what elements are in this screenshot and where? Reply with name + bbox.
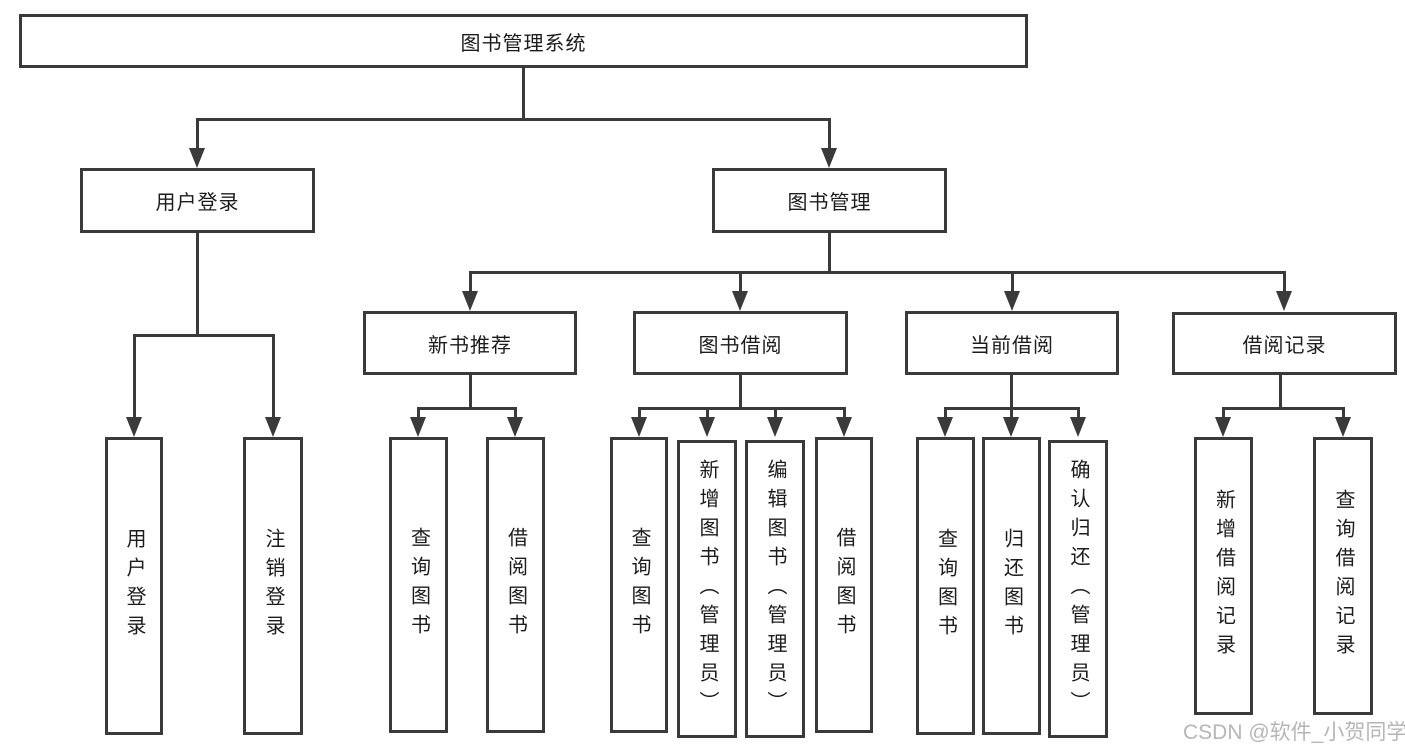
connector-line: [1279, 375, 1282, 410]
connector-line: [469, 271, 1286, 274]
connector-line: [944, 407, 947, 423]
node-leaf-query-borrow-record: 查询借阅记录: [1313, 437, 1373, 715]
node-leaf-add-book-admin-label: 新增图书（管理员）: [696, 458, 718, 720]
node-leaf-query-books-3-label: 查询图书: [934, 528, 957, 644]
node-leaf-edit-book-admin: 编辑图书（管理员）: [745, 440, 805, 738]
arrow-down-icon: [1276, 291, 1292, 311]
connector-line: [133, 334, 275, 337]
connector-line: [828, 118, 831, 154]
connector-line: [828, 233, 831, 274]
connector-line: [1077, 407, 1080, 423]
arrow-down-icon: [836, 417, 852, 437]
arrow-down-icon: [732, 291, 748, 311]
node-leaf-query-books-1: 查询图书: [389, 437, 448, 733]
node-leaf-return-book-label: 归还图书: [1000, 528, 1023, 644]
node-leaf-borrow-book-2: 借阅图书: [815, 437, 873, 733]
connector-line: [469, 271, 472, 297]
arrow-down-icon: [1004, 291, 1020, 311]
connector-line: [739, 271, 742, 297]
arrow-down-icon: [126, 417, 142, 437]
connector-line: [133, 334, 136, 424]
node-book-borrowing: 图书借阅: [633, 311, 848, 375]
connector-line: [638, 407, 641, 423]
node-root-library-system: 图书管理系统: [19, 14, 1028, 68]
connector-line: [417, 407, 420, 423]
node-leaf-query-books-3: 查询图书: [916, 437, 975, 735]
connector-line: [1010, 407, 1013, 423]
connector-line: [1222, 407, 1345, 410]
arrow-down-icon: [1215, 417, 1231, 437]
arrow-down-icon: [699, 417, 715, 437]
node-current-borrowing: 当前借阅: [905, 311, 1119, 375]
connector-line: [739, 375, 742, 410]
connector-line: [196, 118, 199, 154]
connector-line: [1283, 271, 1286, 297]
node-leaf-query-books-1-label: 查询图书: [407, 527, 430, 643]
node-user-login: 用户登录: [80, 168, 315, 233]
arrow-down-icon: [767, 417, 783, 437]
arrow-down-icon: [265, 417, 281, 437]
connector-line: [196, 233, 199, 337]
connector-line: [469, 375, 472, 410]
arrow-down-icon: [462, 291, 478, 311]
arrow-down-icon: [631, 417, 647, 437]
connector-line: [514, 407, 517, 423]
connector-line: [272, 334, 275, 424]
connector-line: [1010, 375, 1013, 410]
arrow-down-icon: [1070, 417, 1086, 437]
node-book-management: 图书管理: [712, 168, 947, 233]
node-leaf-confirm-return-admin-label: 确认归还（管理员）: [1067, 458, 1089, 720]
node-leaf-confirm-return-admin: 确认归还（管理员）: [1048, 440, 1108, 738]
node-leaf-borrow-book-2-label: 借阅图书: [833, 527, 855, 643]
connector-line: [843, 407, 846, 423]
node-leaf-query-books-2: 查询图书: [610, 437, 668, 733]
arrow-down-icon: [1003, 417, 1019, 437]
node-leaf-user-login-label: 用户登录: [123, 528, 145, 644]
csdn-watermark: CSDN @软件_小贺同学: [1183, 721, 1405, 744]
node-leaf-add-book-admin: 新增图书（管理员）: [677, 440, 737, 738]
arrow-down-icon: [189, 148, 205, 168]
node-leaf-borrow-book-1: 借阅图书: [486, 437, 545, 733]
node-leaf-query-borrow-record-label: 查询借阅记录: [1332, 489, 1354, 663]
node-borrow-records: 借阅记录: [1172, 312, 1397, 375]
connector-line: [417, 407, 517, 410]
arrow-down-icon: [410, 417, 426, 437]
connector-line: [1342, 407, 1345, 423]
node-leaf-user-login: 用户登录: [105, 437, 163, 735]
node-leaf-add-borrow-record: 新增借阅记录: [1194, 437, 1253, 715]
node-leaf-edit-book-admin-label: 编辑图书（管理员）: [764, 458, 786, 720]
connector-line: [774, 407, 777, 423]
arrow-down-icon: [1335, 417, 1351, 437]
node-leaf-logout: 注销登录: [243, 437, 303, 735]
connector-line: [522, 68, 525, 121]
node-leaf-return-book: 归还图书: [982, 437, 1041, 735]
node-leaf-add-borrow-record-label: 新增借阅记录: [1212, 489, 1235, 663]
node-leaf-query-books-2-label: 查询图书: [628, 527, 650, 643]
connector-line: [1222, 407, 1225, 423]
node-leaf-borrow-book-1-label: 借阅图书: [504, 527, 527, 643]
node-leaf-logout-label: 注销登录: [262, 528, 284, 644]
node-new-book-recommend: 新书推荐: [363, 311, 577, 375]
arrow-down-icon: [821, 148, 837, 168]
arrow-down-icon: [507, 417, 523, 437]
connector-line: [196, 118, 831, 121]
connector-line: [1011, 271, 1014, 297]
arrow-down-icon: [937, 417, 953, 437]
connector-line: [638, 407, 846, 410]
connector-line: [706, 407, 709, 423]
